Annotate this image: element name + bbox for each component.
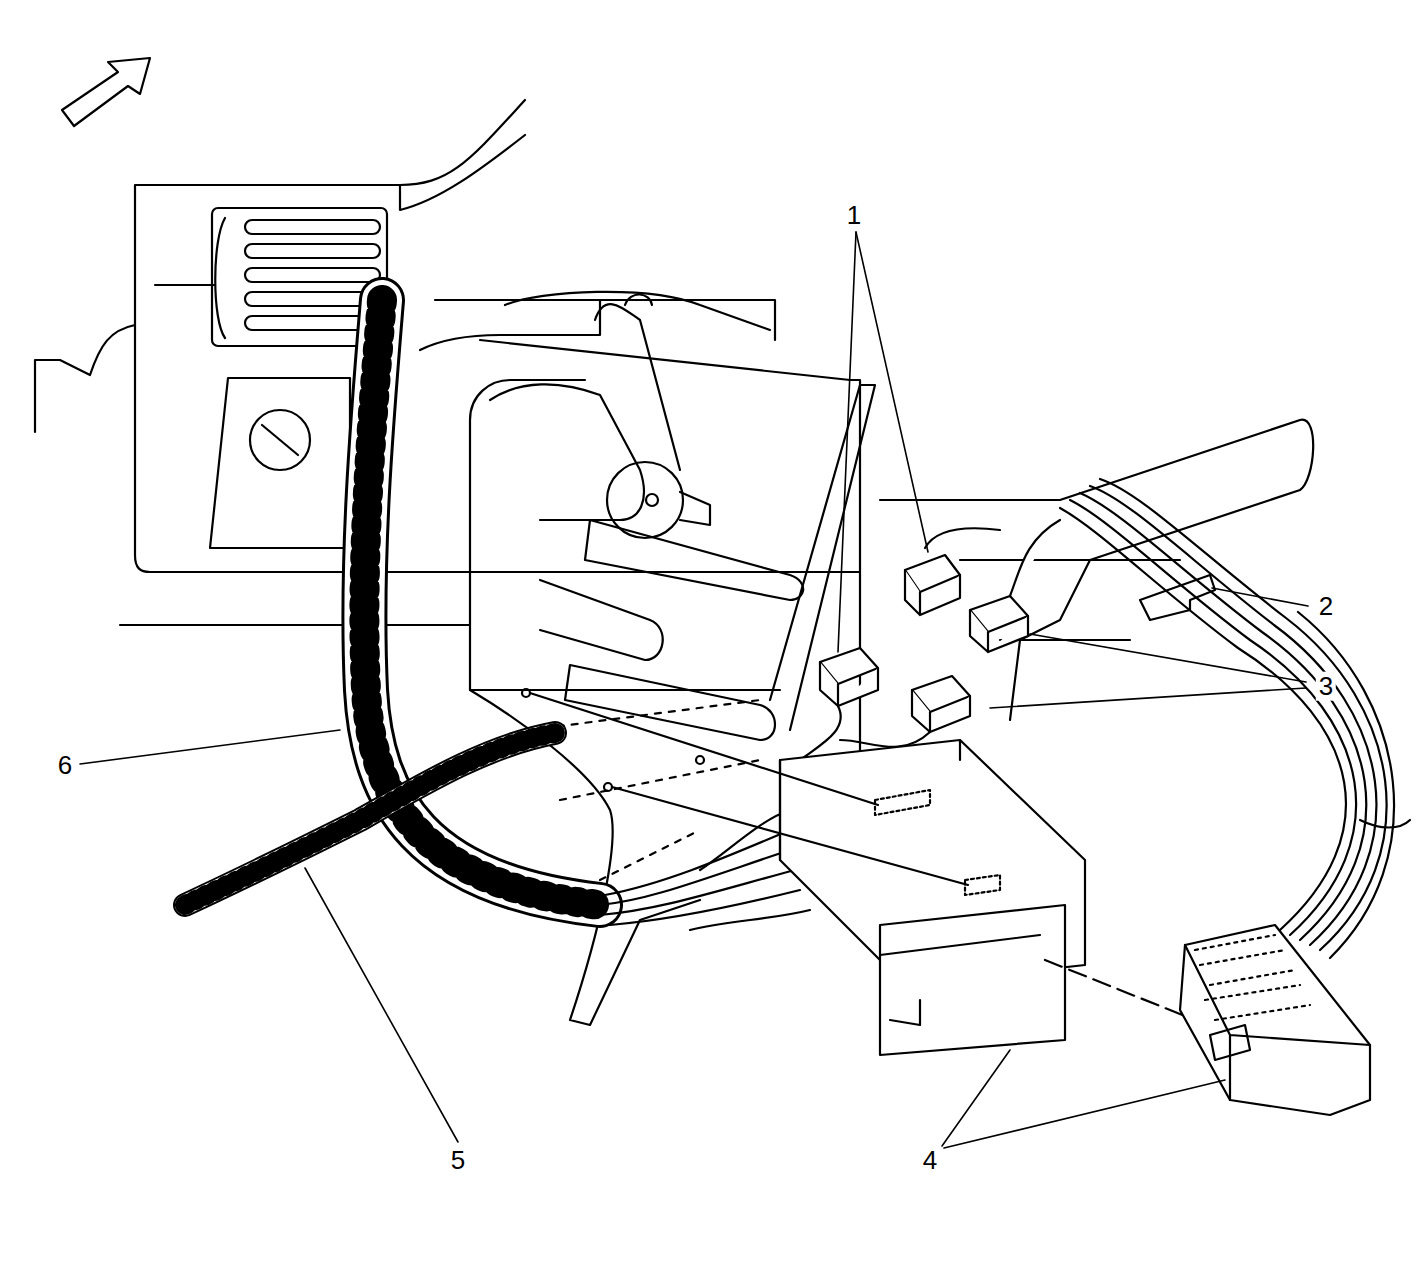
- column-boss: [646, 494, 658, 506]
- alignment-line: [1045, 960, 1195, 1020]
- line-art: [965, 875, 1000, 895]
- module-bracket: [880, 420, 1313, 720]
- pedal-slot: [540, 580, 663, 660]
- line-art: [690, 910, 810, 930]
- harness-connector: [1185, 945, 1370, 1100]
- line-art: [245, 220, 380, 234]
- line-art: [1212, 588, 1308, 606]
- line-art: [925, 528, 1000, 548]
- mounting-stud: [875, 790, 1000, 895]
- stud-line: [612, 787, 968, 885]
- panel-line: [150, 571, 860, 573]
- dash-structure: [420, 300, 610, 350]
- stud-line: [530, 693, 878, 805]
- line-art: [942, 1050, 1010, 1146]
- line-art: [1060, 508, 1346, 930]
- connector: [820, 520, 1060, 732]
- line-art: [245, 244, 380, 258]
- line-art: [600, 870, 795, 915]
- taped-harness: [185, 733, 555, 905]
- mount-hole: [696, 756, 704, 764]
- callout-number: 2: [1316, 592, 1336, 621]
- bracket-rod: [505, 292, 770, 330]
- column-bracket: [625, 294, 652, 305]
- line-art: [700, 810, 790, 870]
- line-art: [1100, 479, 1387, 950]
- line-art: [1298, 612, 1394, 958]
- line-art: [80, 730, 340, 764]
- line-art: [1030, 634, 1306, 682]
- line-art: [605, 830, 790, 895]
- control-module: [780, 740, 960, 860]
- module-wires: [600, 810, 810, 930]
- dash-structure: [470, 380, 585, 690]
- pedal-slot: [585, 520, 803, 600]
- callout-number: 3: [1316, 672, 1336, 701]
- panel-line: [155, 284, 215, 286]
- taped-harness: [185, 733, 555, 905]
- mount-hole: [522, 689, 530, 697]
- direction-arrow: [62, 58, 150, 126]
- panel-line: [120, 624, 470, 626]
- line-art: [820, 662, 878, 706]
- bracket-rod: [470, 340, 860, 760]
- wire-bundle: [1060, 479, 1410, 958]
- connector-pin: [1210, 1025, 1250, 1060]
- dash-panel: [135, 325, 150, 572]
- dash-panel: [400, 135, 525, 210]
- braided-harness: [364, 300, 600, 905]
- line-art: [610, 890, 800, 925]
- line-art: [944, 1080, 1225, 1148]
- column-boss: [607, 462, 683, 538]
- vent-slat: [215, 218, 225, 338]
- line-art: [838, 232, 856, 652]
- knob-panel: [210, 378, 350, 548]
- line-art: [1070, 500, 1356, 935]
- line-art: [990, 688, 1306, 708]
- knob: [262, 425, 298, 455]
- callout-number: 1: [844, 201, 864, 230]
- knob: [250, 410, 310, 470]
- braided-harness: [364, 300, 600, 905]
- column-bracket: [595, 304, 680, 470]
- line-art: [245, 268, 380, 282]
- callout-number: 6: [55, 751, 75, 780]
- line-art: [1080, 493, 1366, 940]
- line-art: [35, 58, 1410, 1148]
- taped-harness: [185, 733, 555, 905]
- line-art: [1090, 486, 1376, 945]
- callout-number: 4: [920, 1146, 940, 1175]
- steering-column: [490, 384, 644, 520]
- line-art: [305, 868, 458, 1142]
- column-shaft: [680, 492, 710, 525]
- harness-connector: [1180, 925, 1370, 1115]
- line-art: [970, 610, 1028, 652]
- line-art: [1010, 520, 1060, 596]
- braided-harness: [364, 300, 600, 905]
- line-art: [905, 570, 960, 615]
- callout-number: 5: [448, 1146, 468, 1175]
- dash-panel: [35, 100, 525, 432]
- line-art: [856, 232, 928, 552]
- leader-line: [80, 232, 1308, 1148]
- mount-hole: [604, 783, 612, 791]
- line-art: [1360, 820, 1410, 828]
- braided-harness: [364, 300, 600, 905]
- control-module: [880, 935, 1040, 1025]
- line-art: [875, 790, 930, 815]
- connector-pins: [1195, 935, 1310, 1020]
- line-art: [912, 690, 970, 732]
- control-module: [880, 905, 1065, 1055]
